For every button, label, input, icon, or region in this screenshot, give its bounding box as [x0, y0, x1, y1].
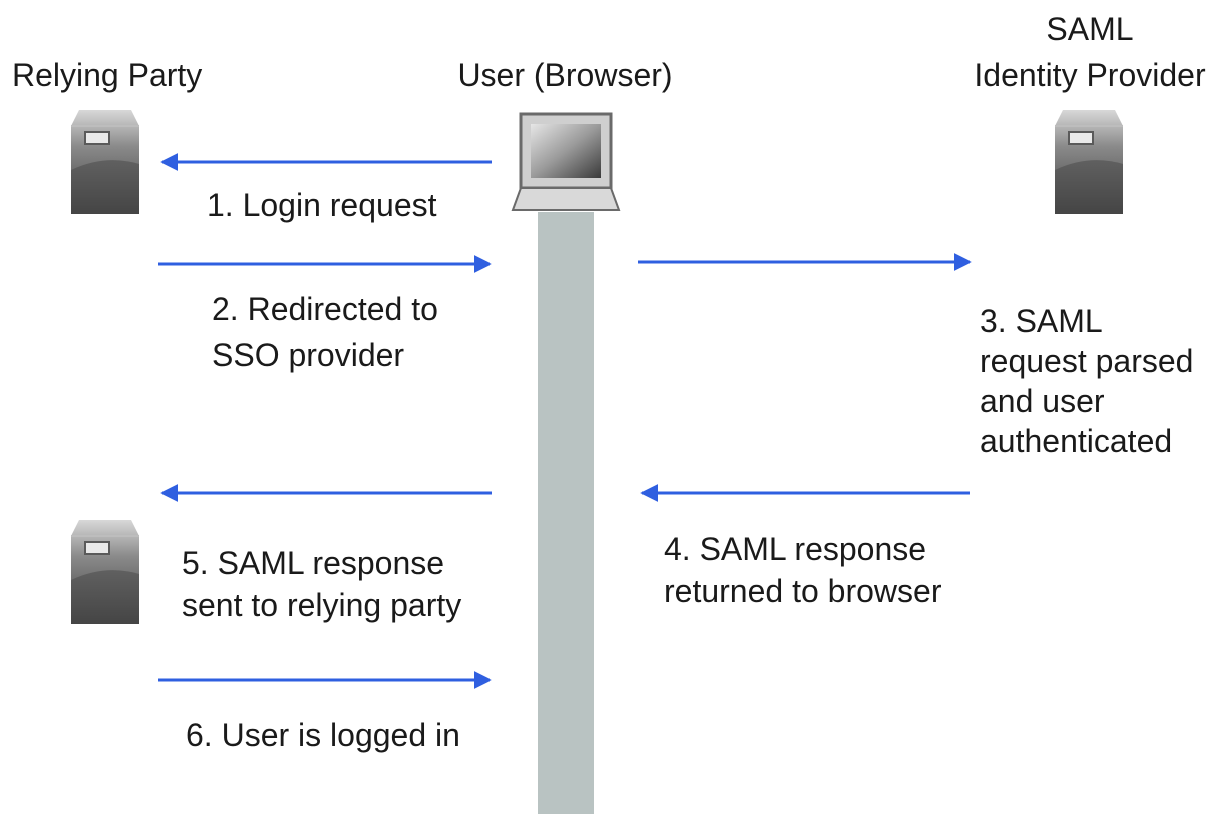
step5-label: 5. SAML response sent to relying party [182, 545, 461, 623]
browser-lifeline [538, 212, 594, 814]
idp-title-line2: Identity Provider [974, 57, 1206, 93]
step3-label: 3. SAML request parsed and user authenti… [980, 303, 1202, 459]
relying-party-title: Relying Party [12, 57, 202, 93]
step2-label: 2. Redirected to SSO provider [212, 291, 447, 373]
idp-title-line1: SAML [1046, 11, 1133, 47]
step4-label: 4. SAML response returned to browser [664, 531, 942, 609]
user-browser-title: User (Browser) [457, 57, 672, 93]
step6-label: 6. User is logged in [186, 717, 460, 753]
step1-label: 1. Login request [207, 187, 437, 223]
server-icon [71, 110, 139, 214]
server-icon [71, 520, 139, 624]
laptop-icon [511, 112, 621, 211]
server-icon [1055, 110, 1123, 214]
